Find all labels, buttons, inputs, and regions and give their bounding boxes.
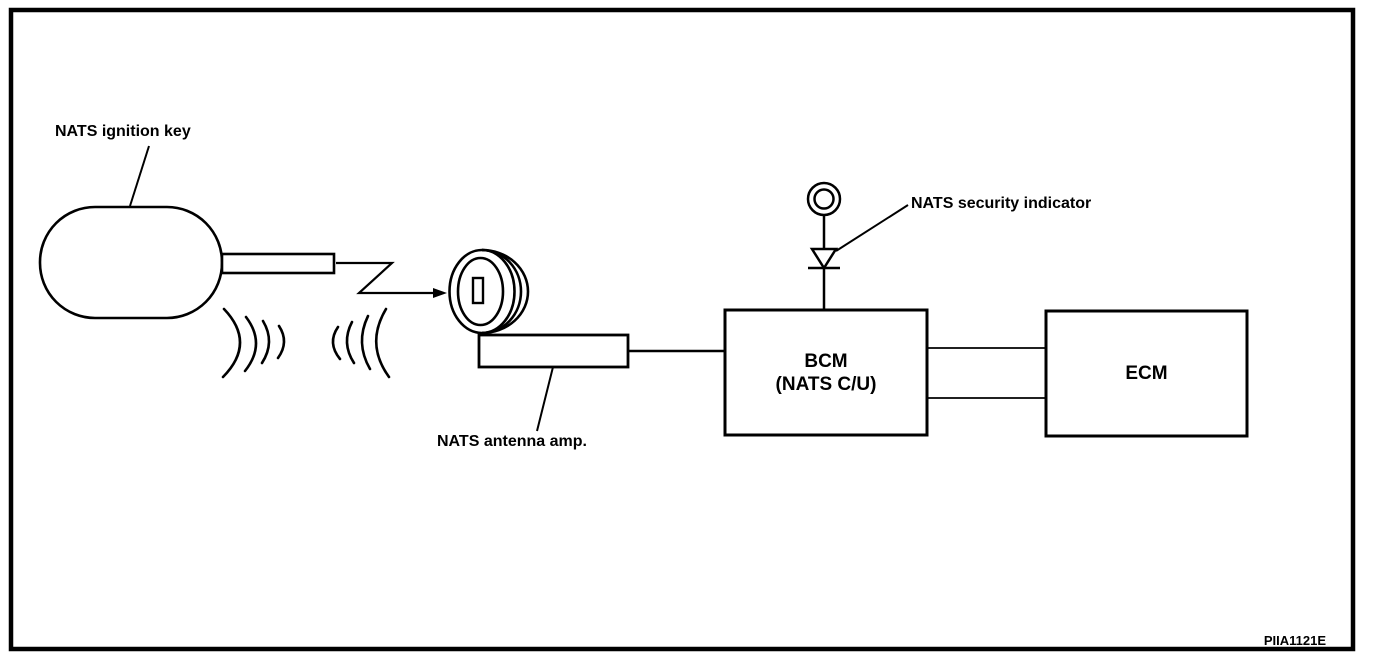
key-cylinder-antenna-icon (448, 248, 530, 335)
frame-border (8, 7, 1356, 652)
bcm-to-ecm-lines (927, 347, 1046, 399)
bcm-box (723, 308, 929, 437)
ignition-key-icon (38, 205, 336, 320)
bcm-box-label-line1: BCM (804, 350, 848, 372)
radio-waves-right-icon (331, 307, 391, 379)
ignition-key-label: NATS ignition key (55, 123, 191, 140)
antenna-amp-label: NATS antenna amp. (437, 433, 587, 450)
security-indicator-label: NATS security indicator (911, 195, 1092, 212)
bcm-box-label-line2: (NATS C/U) (775, 373, 877, 395)
zigzag-arrow-icon (336, 261, 447, 298)
ignition-key-leader-line (129, 145, 150, 207)
figure-code-label: PIIA1121E (1263, 633, 1326, 648)
security-indicator-led-icon (806, 181, 842, 310)
ecm-box (1044, 309, 1249, 438)
antenna-amp-leader-line (536, 366, 554, 432)
radio-waves-left-icon (221, 307, 286, 379)
antenna-amp-box (477, 333, 630, 369)
security-indicator-leader-line (835, 204, 909, 252)
ecm-box-label: ECM (1125, 363, 1168, 384)
bcm-box-label: BCM (NATS C/U) (725, 310, 927, 435)
diode-icon (809, 247, 839, 271)
